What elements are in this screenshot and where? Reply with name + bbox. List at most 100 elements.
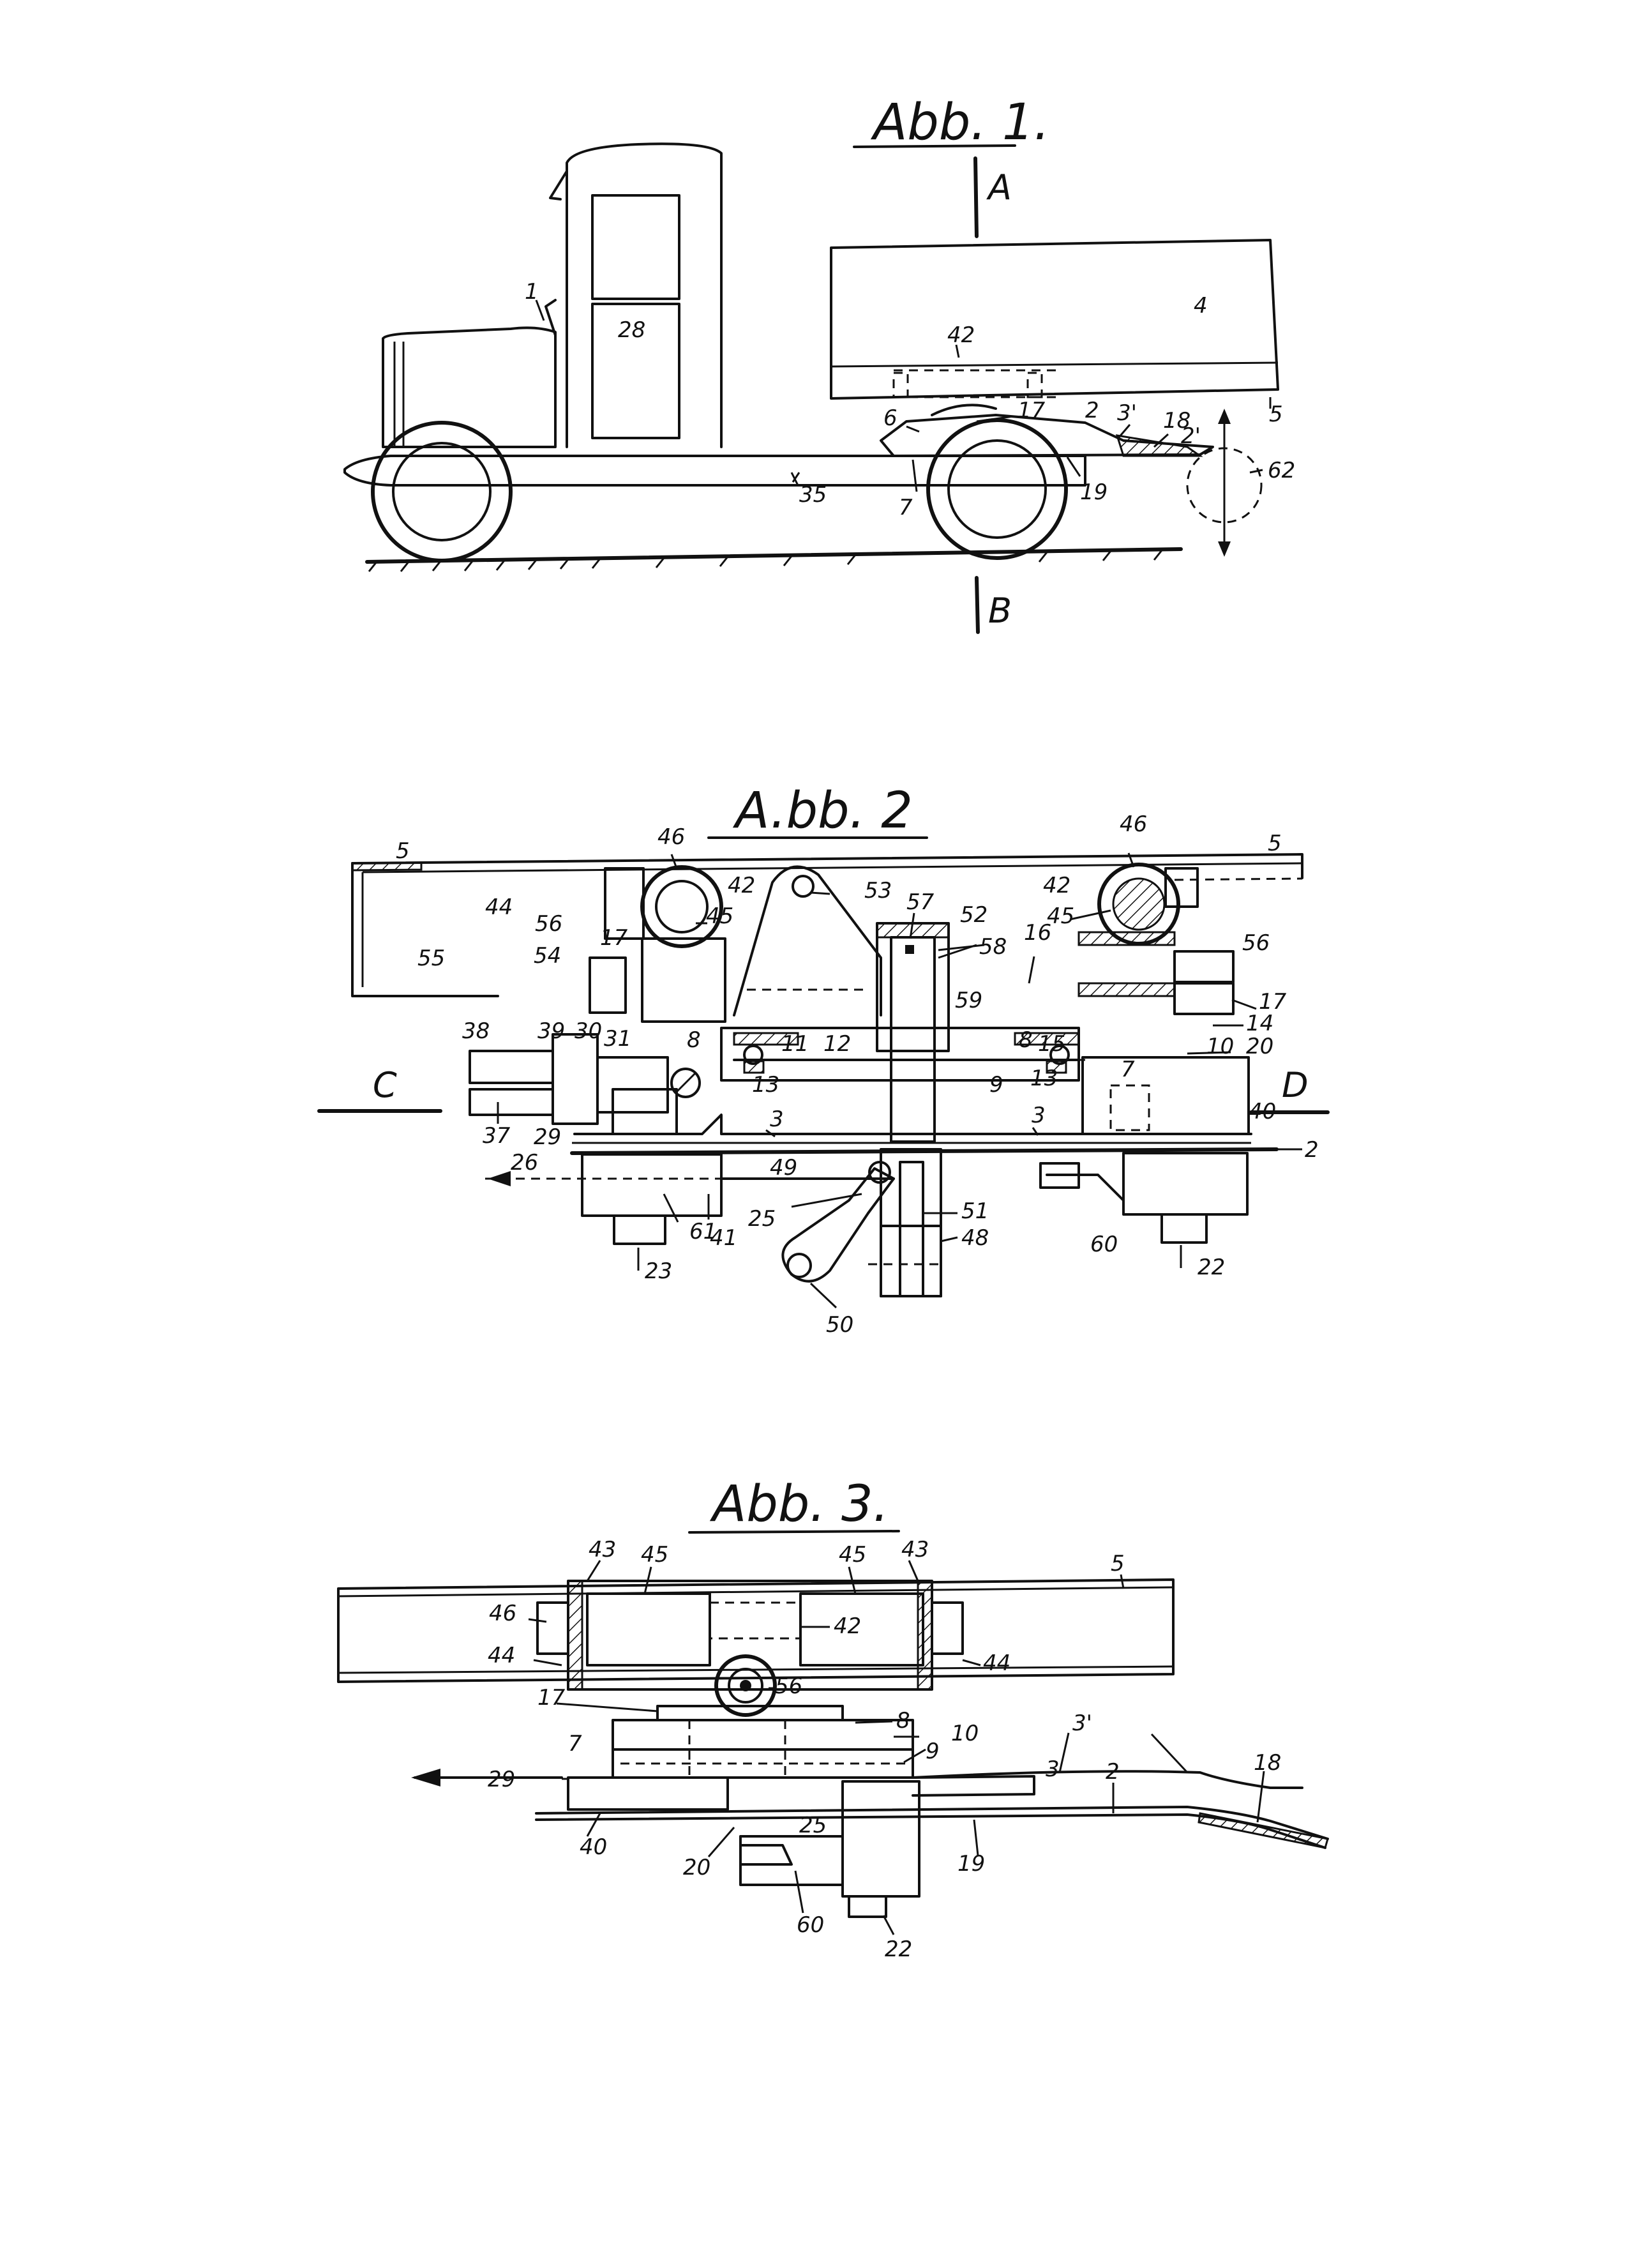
label-20: 20 bbox=[683, 1855, 710, 1880]
label-2-prime: 2' bbox=[1181, 423, 1201, 449]
section-mark-a: A bbox=[986, 167, 1012, 208]
label-45-left: 45 bbox=[641, 1542, 668, 1568]
figure-2-title: A.bb. 2 bbox=[732, 782, 913, 840]
label-42: 42 bbox=[834, 1613, 861, 1639]
label-58: 58 bbox=[979, 934, 1007, 960]
label-5-right: 5 bbox=[1268, 831, 1282, 856]
label-1: 1 bbox=[525, 279, 539, 305]
label-42-right: 42 bbox=[1043, 873, 1070, 898]
label-6: 6 bbox=[883, 405, 897, 431]
label-42: 42 bbox=[947, 322, 975, 348]
label-57: 57 bbox=[906, 889, 935, 915]
label-18: 18 bbox=[1254, 1750, 1281, 1776]
label-43-right: 43 bbox=[901, 1537, 929, 1562]
label-25: 25 bbox=[748, 1206, 776, 1232]
label-31: 31 bbox=[604, 1026, 631, 1052]
label-28: 28 bbox=[618, 317, 645, 343]
label-25: 25 bbox=[799, 1813, 827, 1838]
label-46-right: 46 bbox=[1120, 812, 1147, 837]
label-26: 26 bbox=[511, 1150, 538, 1175]
label-2: 2 bbox=[1305, 1137, 1319, 1163]
label-17-right: 17 bbox=[1259, 989, 1287, 1015]
label-40: 40 bbox=[580, 1834, 607, 1860]
label-5: 5 bbox=[1269, 402, 1283, 427]
label-48: 48 bbox=[961, 1225, 989, 1251]
label-17: 17 bbox=[1017, 398, 1046, 423]
label-5-left: 5 bbox=[396, 838, 410, 864]
label-23: 23 bbox=[645, 1258, 672, 1284]
label-44: 44 bbox=[485, 895, 513, 920]
label-62: 62 bbox=[1268, 458, 1295, 483]
label-8-left: 8 bbox=[687, 1027, 701, 1053]
section-mark-d: D bbox=[1282, 1065, 1309, 1105]
truck bbox=[343, 142, 1279, 572]
label-13-left: 13 bbox=[752, 1072, 779, 1098]
label-10: 10 bbox=[951, 1721, 979, 1746]
label-7: 7 bbox=[568, 1731, 582, 1757]
section-mark-b: B bbox=[988, 591, 1012, 631]
label-16: 16 bbox=[1024, 920, 1051, 946]
label-29: 29 bbox=[488, 1767, 515, 1792]
label-19: 19 bbox=[1080, 480, 1108, 505]
label-38: 38 bbox=[462, 1018, 490, 1044]
label-3-left: 3 bbox=[770, 1107, 784, 1132]
label-61: 61 bbox=[689, 1219, 717, 1244]
label-2: 2 bbox=[1085, 398, 1099, 423]
label-10: 10 bbox=[1206, 1034, 1234, 1059]
label-39: 39 bbox=[537, 1018, 565, 1044]
label-9: 9 bbox=[926, 1739, 940, 1764]
label-56: 56 bbox=[775, 1673, 802, 1699]
label-53: 53 bbox=[864, 878, 892, 903]
label-9: 9 bbox=[989, 1072, 1003, 1098]
label-35: 35 bbox=[799, 482, 827, 508]
label-3: 3 bbox=[1046, 1757, 1060, 1782]
label-29: 29 bbox=[534, 1124, 561, 1150]
label-17: 17 bbox=[537, 1685, 566, 1711]
label-18: 18 bbox=[1163, 408, 1190, 434]
label-54: 54 bbox=[534, 943, 561, 969]
label-3-prime: 3' bbox=[1117, 400, 1137, 426]
label-41: 41 bbox=[710, 1225, 737, 1251]
figure-1: Abb. 1. A B bbox=[343, 94, 1295, 634]
figure-3-title: Abb. 3. bbox=[709, 1476, 889, 1533]
label-42-left: 42 bbox=[728, 873, 755, 898]
figure-2: A.bb. 2 bbox=[317, 782, 1330, 1338]
label-14: 14 bbox=[1246, 1011, 1273, 1036]
label-17-left: 17 bbox=[600, 925, 628, 951]
label-3-right: 3 bbox=[1032, 1103, 1046, 1128]
label-3-prime: 3' bbox=[1072, 1711, 1092, 1736]
label-11: 11 bbox=[781, 1031, 809, 1057]
label-7: 7 bbox=[899, 495, 913, 520]
label-45-right: 45 bbox=[839, 1542, 866, 1568]
label-52: 52 bbox=[960, 902, 987, 928]
label-60: 60 bbox=[797, 1912, 824, 1938]
label-8: 8 bbox=[896, 1708, 910, 1734]
label-56-right: 56 bbox=[1242, 930, 1270, 956]
label-5: 5 bbox=[1111, 1551, 1125, 1576]
label-49: 49 bbox=[770, 1155, 797, 1181]
label-13-right: 13 bbox=[1030, 1066, 1058, 1091]
label-60: 60 bbox=[1090, 1232, 1118, 1257]
figure-1-title: Abb. 1. bbox=[870, 94, 1049, 151]
figure-3: Abb. 3. bbox=[337, 1476, 1329, 1962]
label-22: 22 bbox=[885, 1937, 912, 1962]
label-7: 7 bbox=[1121, 1057, 1135, 1082]
label-12: 12 bbox=[823, 1031, 851, 1057]
label-15: 15 bbox=[1038, 1031, 1065, 1057]
label-22: 22 bbox=[1198, 1255, 1225, 1280]
label-45-left: 45 bbox=[706, 903, 733, 929]
label-2: 2 bbox=[1106, 1759, 1120, 1785]
label-30: 30 bbox=[574, 1018, 602, 1044]
label-20: 20 bbox=[1246, 1034, 1273, 1059]
label-46: 46 bbox=[489, 1601, 516, 1626]
label-19: 19 bbox=[957, 1851, 985, 1877]
section-mark-c: C bbox=[373, 1065, 397, 1105]
label-46-left: 46 bbox=[657, 824, 685, 850]
label-37: 37 bbox=[483, 1123, 511, 1149]
label-44-left: 44 bbox=[488, 1643, 515, 1668]
label-43-left: 43 bbox=[589, 1537, 616, 1562]
label-8-right: 8 bbox=[1019, 1027, 1033, 1053]
label-55: 55 bbox=[417, 946, 445, 971]
label-50: 50 bbox=[826, 1312, 853, 1338]
